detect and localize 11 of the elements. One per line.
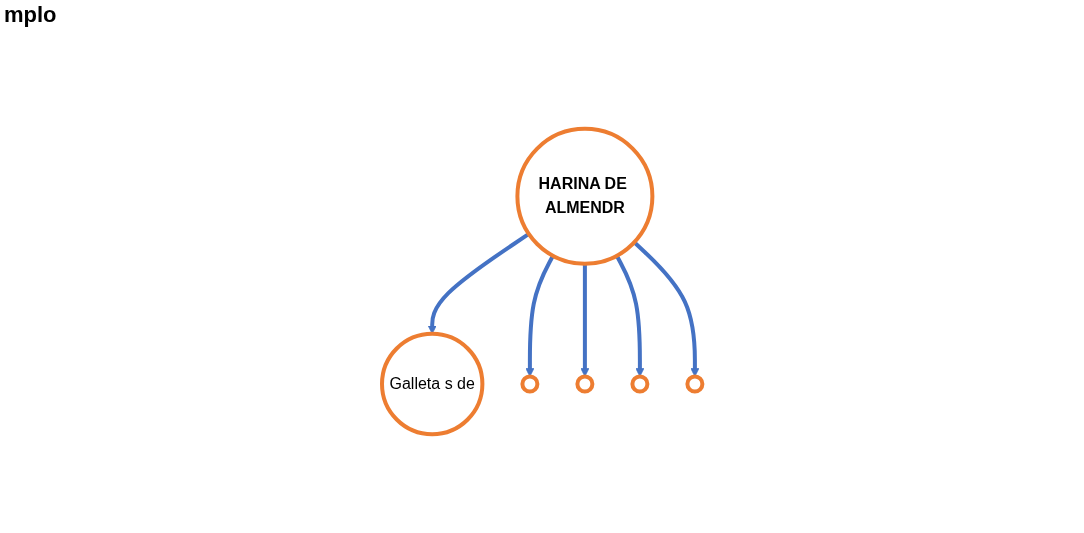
node-circle — [685, 374, 705, 394]
node-circle — [575, 374, 595, 394]
arrow — [632, 240, 700, 377]
arrow — [614, 254, 645, 377]
node-circle — [520, 374, 540, 394]
node-circle: HARINA DE ALMENDR — [515, 126, 655, 266]
title: mplo — [4, 2, 57, 28]
node-circle — [630, 374, 650, 394]
node-circle: Galleta s de — [379, 331, 485, 437]
arrow — [580, 263, 590, 377]
arrow — [525, 254, 555, 377]
